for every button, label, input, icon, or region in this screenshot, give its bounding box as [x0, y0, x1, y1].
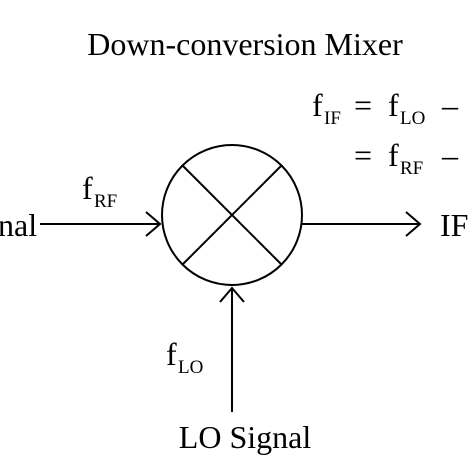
- eq2-rhs-base: f: [388, 137, 399, 173]
- eq1-rhs-base: f: [388, 87, 399, 123]
- eq2-rhs-sub: RF: [400, 158, 423, 179]
- rf-signal-label: nal: [0, 207, 37, 243]
- lo-freq-sub: LO: [178, 357, 203, 378]
- rf-input-arrow: [40, 211, 162, 237]
- rf-freq-base: f: [82, 170, 93, 206]
- lo-signal-label: LO Signal: [179, 419, 312, 455]
- eq1-lhs-base: f: [312, 87, 323, 123]
- rf-frequency-label: f RF: [82, 170, 117, 212]
- mixer-symbol: [161, 144, 303, 286]
- eq2-equals: =: [354, 137, 372, 173]
- eq1-tail: –: [441, 87, 459, 123]
- mixer-circle: [161, 144, 303, 286]
- eq1-lhs-sub: IF: [324, 108, 341, 129]
- eq1-equals: =: [354, 87, 372, 123]
- rf-freq-sub: RF: [94, 191, 117, 212]
- diagram-title: Down-conversion Mixer: [87, 26, 403, 62]
- equation-line-2: = f RF –: [354, 137, 459, 179]
- lo-freq-base: f: [166, 336, 177, 372]
- if-output-label: IF: [440, 207, 468, 243]
- if-output-arrow: [302, 211, 422, 237]
- mixer-cross-line-2: [181, 164, 283, 266]
- equation-line-1: f IF = f LO –: [312, 87, 459, 129]
- lo-input-arrow: [219, 286, 245, 412]
- eq2-tail: –: [441, 137, 459, 173]
- lo-frequency-label: f LO: [166, 336, 203, 378]
- eq1-rhs-sub: LO: [400, 108, 425, 129]
